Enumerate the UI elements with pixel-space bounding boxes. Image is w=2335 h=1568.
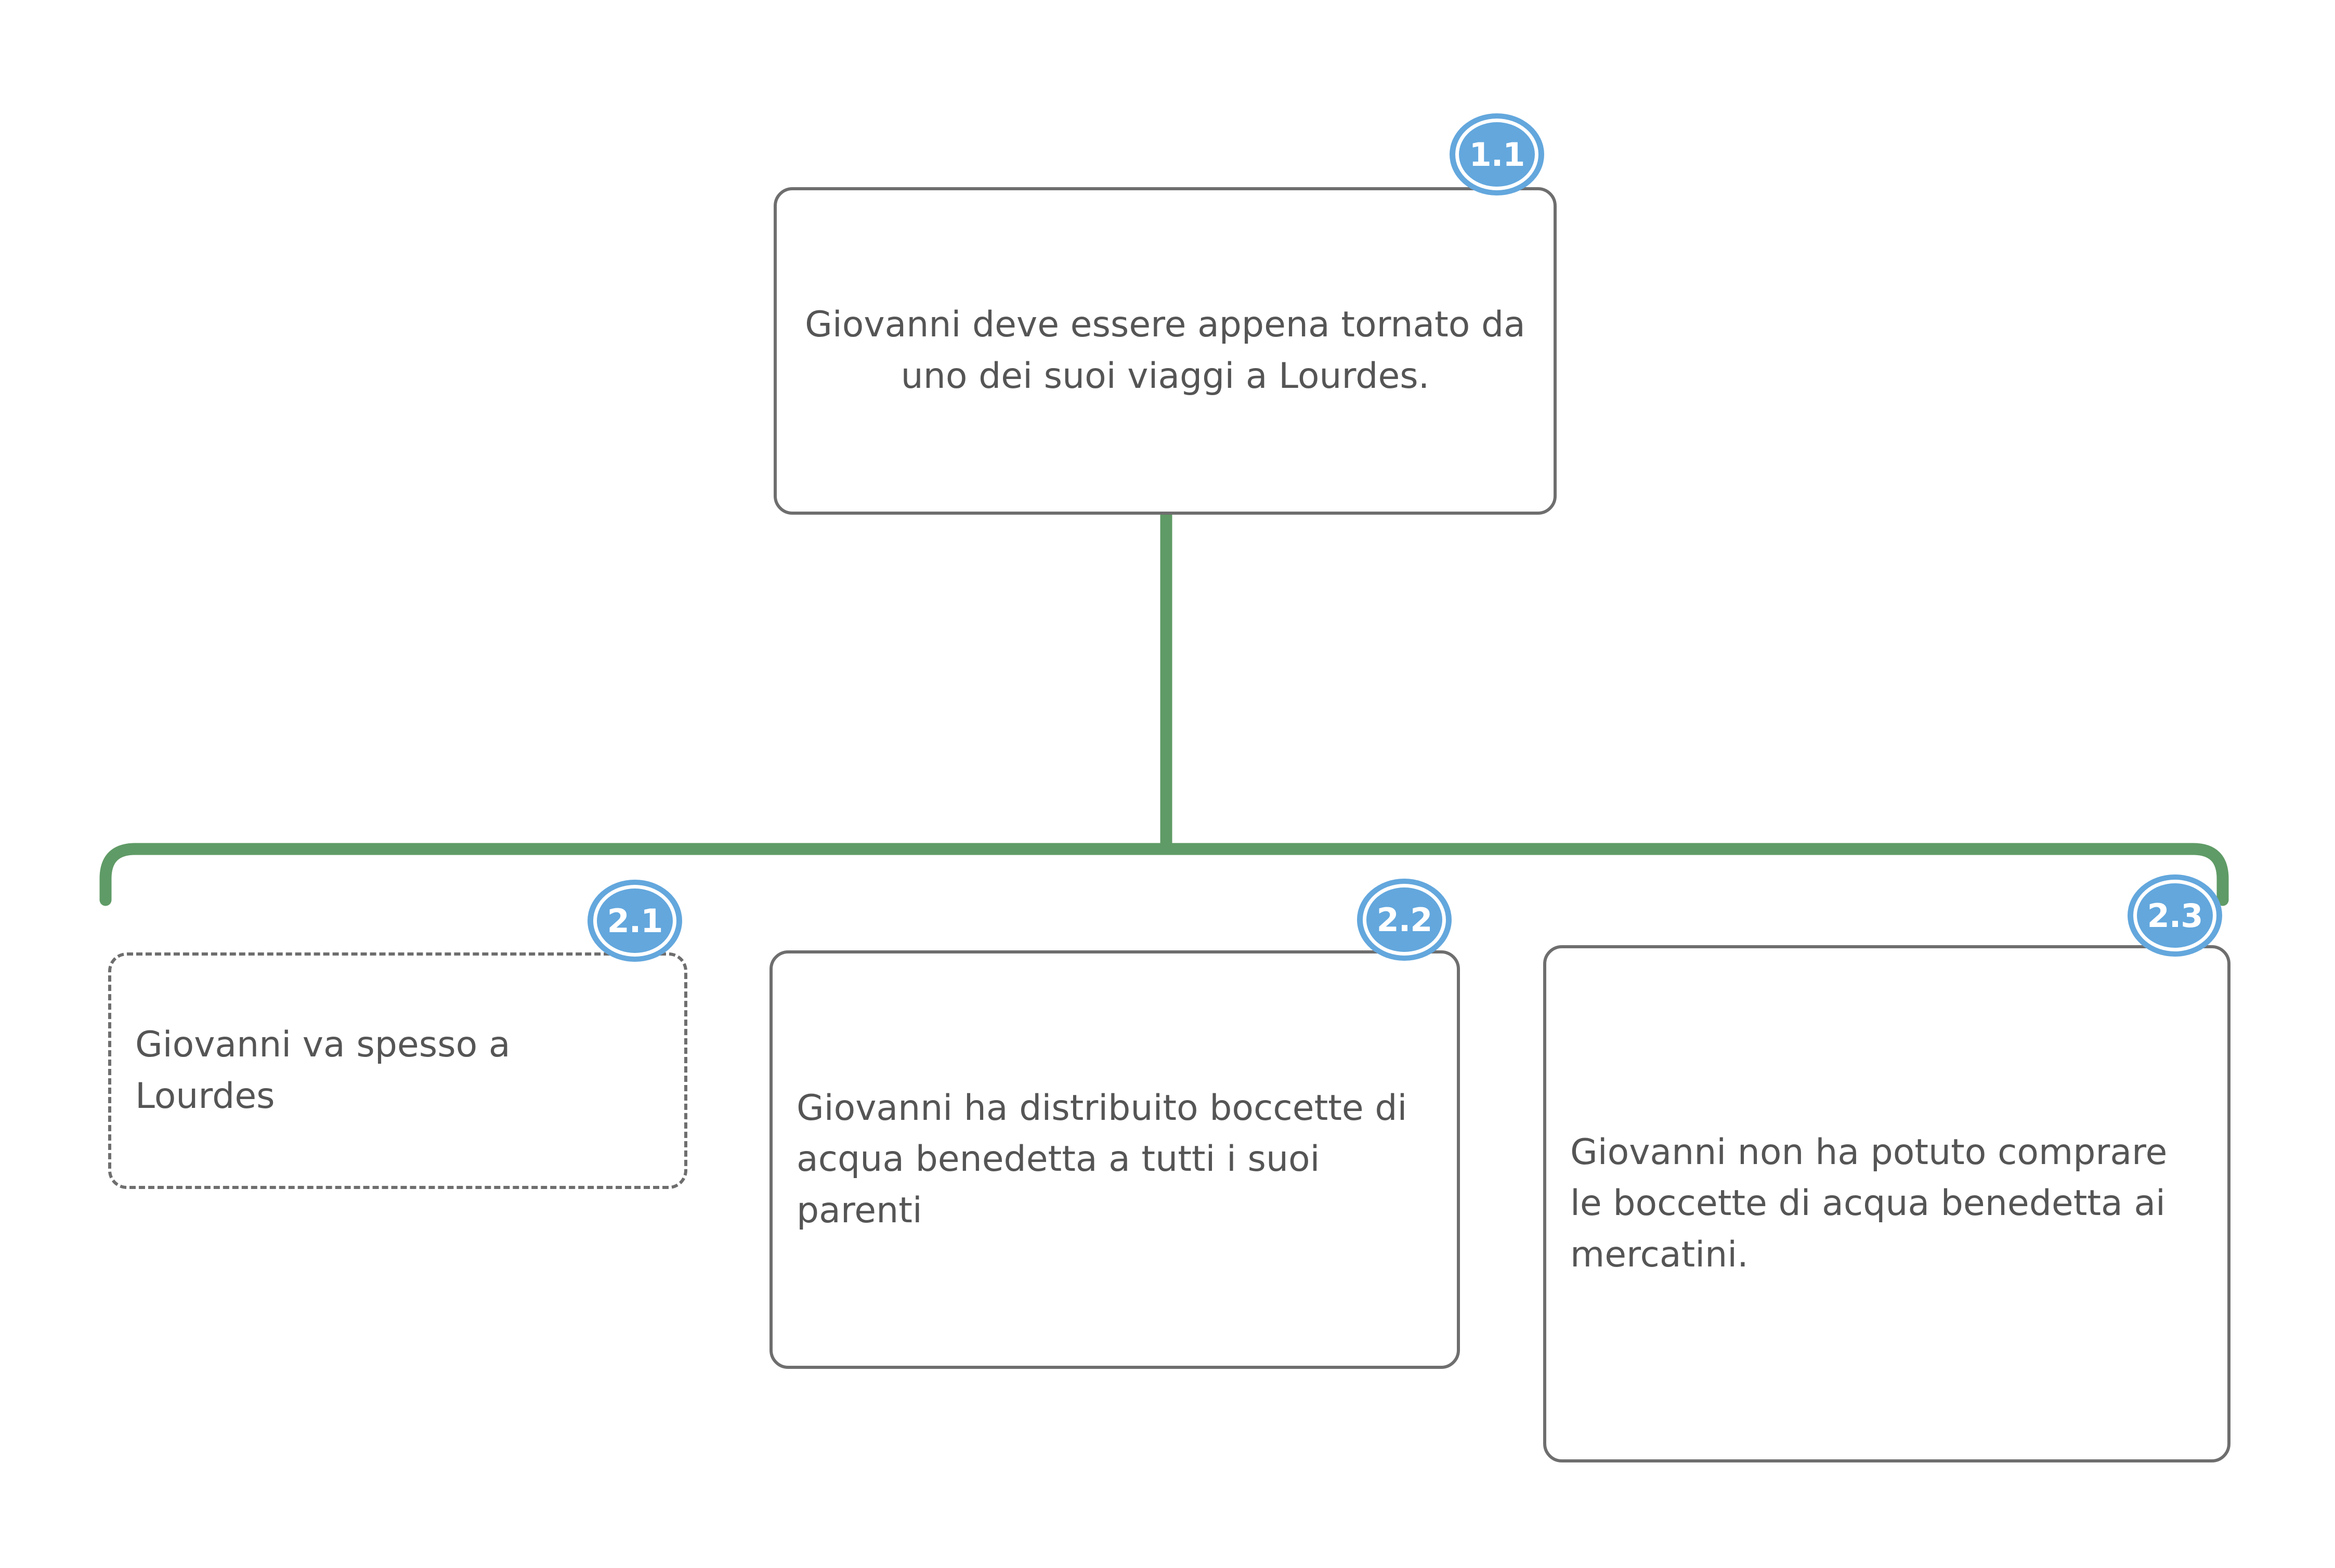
node-2-1-text: Giovanni va spesso a Lourdes — [135, 1024, 511, 1117]
node-1-1-text: Giovanni deve essere appena tornato da u… — [805, 304, 1525, 397]
node-1-1[interactable]: Giovanni deve essere appena tornato da u… — [774, 187, 1557, 515]
node-2-1[interactable]: Giovanni va spesso a Lourdes — [108, 952, 687, 1189]
connector-bus — [99, 843, 2229, 906]
badge-2-1-label: 2.1 — [607, 901, 663, 940]
badge-ring-icon — [1455, 119, 1538, 190]
badge-1-1-label: 1.1 — [1469, 135, 1525, 174]
node-2-3[interactable]: Giovanni non ha potuto comprare le bocce… — [1543, 945, 2230, 1462]
badge-2-1[interactable]: 2.1 — [588, 880, 682, 962]
badge-2-2[interactable]: 2.2 — [1357, 879, 1452, 961]
node-2-2-text: Giovanni ha distribuito boccette di acqu… — [797, 1087, 1407, 1231]
badge-1-1[interactable]: 1.1 — [1450, 113, 1544, 195]
badge-2-3-label: 2.3 — [2147, 896, 2203, 935]
node-2-2[interactable]: Giovanni ha distribuito boccette di acqu… — [769, 950, 1460, 1369]
badge-2-2-label: 2.2 — [1376, 900, 1433, 939]
node-2-3-text: Giovanni non ha potuto comprare le bocce… — [1570, 1131, 2168, 1275]
badge-2-3[interactable]: 2.3 — [2128, 874, 2222, 957]
